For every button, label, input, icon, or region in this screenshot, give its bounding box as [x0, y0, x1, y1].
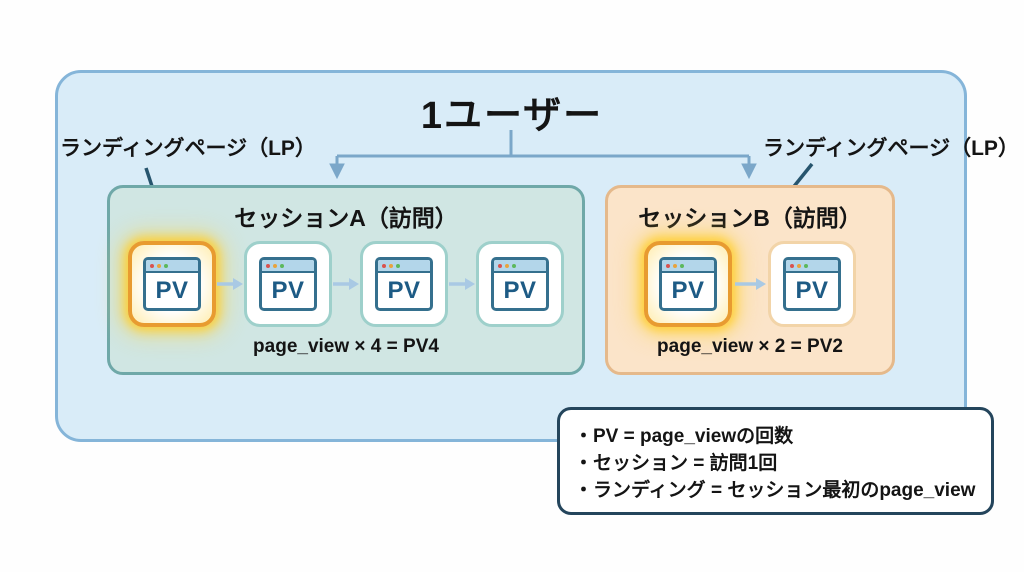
browser-titlebar — [262, 260, 314, 273]
window-dot-yellow-icon — [157, 263, 161, 268]
flow-arrow-icon — [333, 278, 359, 290]
window-dot-red-icon — [498, 263, 502, 268]
legend-item-landing: ・ランディング = セッション最初のpage_view — [574, 480, 976, 501]
session-a-title: セッションA（訪問） — [234, 205, 458, 231]
browser-window-icon: PV — [259, 257, 317, 311]
window-dot-red-icon — [790, 263, 794, 268]
browser-titlebar — [146, 260, 198, 273]
window-dot-green-icon — [680, 263, 684, 268]
browser-window-icon: PV — [783, 257, 841, 311]
legend-item-pv: ・PV = page_viewの回数 — [574, 426, 794, 447]
session-b-caption: page_view × 2 = PV2 — [657, 336, 843, 357]
browser-titlebar — [786, 260, 838, 273]
window-dot-yellow-icon — [505, 263, 509, 268]
window-dot-red-icon — [666, 263, 670, 268]
window-dot-red-icon — [150, 263, 154, 268]
window-dot-yellow-icon — [273, 263, 277, 268]
pv-box: PV — [244, 241, 332, 327]
window-dot-yellow-icon — [389, 263, 393, 268]
lp-label-right: ランディングページ（LP） — [763, 137, 1019, 160]
pv-box-landing: PV — [128, 241, 216, 327]
pv-label: PV — [155, 276, 189, 304]
pv-label: PV — [671, 276, 705, 304]
user-title: 1ユーザー — [420, 95, 604, 137]
pv-label: PV — [503, 276, 537, 304]
session-a-box: セッションA（訪問） PV — [107, 185, 585, 375]
window-dot-yellow-icon — [797, 263, 801, 268]
window-dot-green-icon — [396, 263, 400, 268]
pv-label: PV — [795, 276, 829, 304]
flow-arrow-icon — [449, 278, 475, 290]
browser-titlebar — [494, 260, 546, 273]
browser-window-icon: PV — [375, 257, 433, 311]
window-dot-green-icon — [804, 263, 808, 268]
browser-window-icon: PV — [143, 257, 201, 311]
window-dot-yellow-icon — [673, 263, 677, 268]
browser-window-icon: PV — [491, 257, 549, 311]
pv-box: PV — [476, 241, 564, 327]
flow-arrow-icon — [735, 278, 766, 290]
flow-arrow-icon — [217, 278, 243, 290]
window-dot-green-icon — [280, 263, 284, 268]
lp-label-left: ランディングページ（LP） — [60, 137, 316, 160]
legend-item-session: ・セッション = 訪問1回 — [574, 453, 778, 474]
pv-label: PV — [387, 276, 421, 304]
window-dot-green-icon — [512, 263, 516, 268]
browser-titlebar — [662, 260, 714, 273]
session-b-pv-row: PV PV — [644, 241, 856, 327]
window-dot-red-icon — [266, 263, 270, 268]
browser-titlebar — [378, 260, 430, 273]
pv-box-landing: PV — [644, 241, 732, 327]
session-b-box: セッションB（訪問） PV — [605, 185, 895, 375]
pv-box: PV — [360, 241, 448, 327]
pv-label: PV — [271, 276, 305, 304]
session-a-pv-row: PV PV — [128, 241, 564, 327]
window-dot-red-icon — [382, 263, 386, 268]
session-b-title: セッションB（訪問） — [638, 205, 862, 231]
session-a-caption: page_view × 4 = PV4 — [253, 336, 439, 357]
pv-box: PV — [768, 241, 856, 327]
window-dot-green-icon — [164, 263, 168, 268]
browser-window-icon: PV — [659, 257, 717, 311]
legend-box: ・PV = page_viewの回数 ・セッション = 訪問1回 ・ランディング… — [557, 407, 994, 515]
